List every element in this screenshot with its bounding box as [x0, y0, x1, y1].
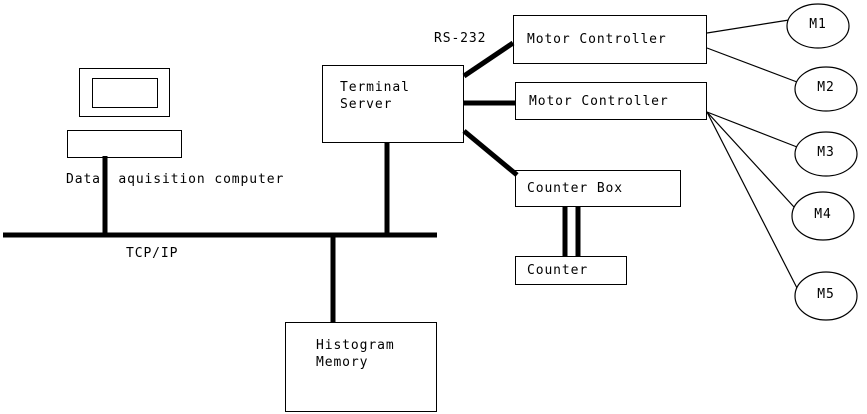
motor-m1-ellipse: [786, 3, 850, 49]
histogram-memory-box: [285, 322, 437, 412]
motor-ellipses: [786, 3, 858, 321]
motor-m2-ellipse: [794, 66, 858, 112]
motor-controller-1-label: Motor Controller: [527, 32, 667, 47]
motor-m3-ellipse: [794, 131, 858, 177]
motor-m1-label: M1: [809, 17, 827, 32]
motor-controller-1-to-m1-connector: [706, 19, 790, 34]
rs232-label: RS-232: [434, 31, 487, 46]
motor-controller-2-to-m5-connector: [706, 111, 798, 289]
keyboard-box: [67, 130, 182, 158]
monitor-box: [79, 68, 170, 117]
motor-controller-1-box: [513, 15, 707, 64]
histogram-memory-label: Histogram Memory: [316, 338, 395, 370]
motor-m4-label: M4: [814, 207, 832, 222]
terminal-server-to-motor-controller-1-connector: [462, 40, 515, 79]
motor-controller-2-label: Motor Controller: [529, 94, 669, 109]
motor-m5-ellipse: [794, 271, 858, 321]
thin-connectors: [706, 19, 798, 289]
monitor-screen-box: [92, 78, 158, 108]
counter-label: Counter: [527, 263, 589, 278]
counter-box: [515, 256, 627, 285]
terminal-server-box: [322, 65, 464, 143]
tcpip-bus-label: TCP/IP: [126, 246, 179, 261]
motor-m4-ellipse: [791, 191, 855, 241]
motor-controller-2-to-m4-connector: [706, 111, 795, 208]
data-acquisition-computer-label: Data aquisition computer: [66, 172, 285, 187]
motor-controller-1-to-m2-connector: [706, 47, 798, 83]
motor-m3-label: M3: [817, 145, 835, 160]
motor-m2-label: M2: [817, 80, 835, 95]
counter-box-label: Counter Box: [527, 181, 623, 196]
motor-controller-2-to-m3-connector: [706, 111, 798, 148]
motor-controller-2-box: [515, 82, 707, 120]
motor-m5-label: M5: [817, 287, 835, 302]
terminal-server-to-counter-box-connector: [462, 129, 519, 177]
terminal-server-label: Terminal Server: [340, 80, 410, 112]
counter-box-box: [515, 170, 681, 207]
thick-connectors: [102, 40, 581, 322]
